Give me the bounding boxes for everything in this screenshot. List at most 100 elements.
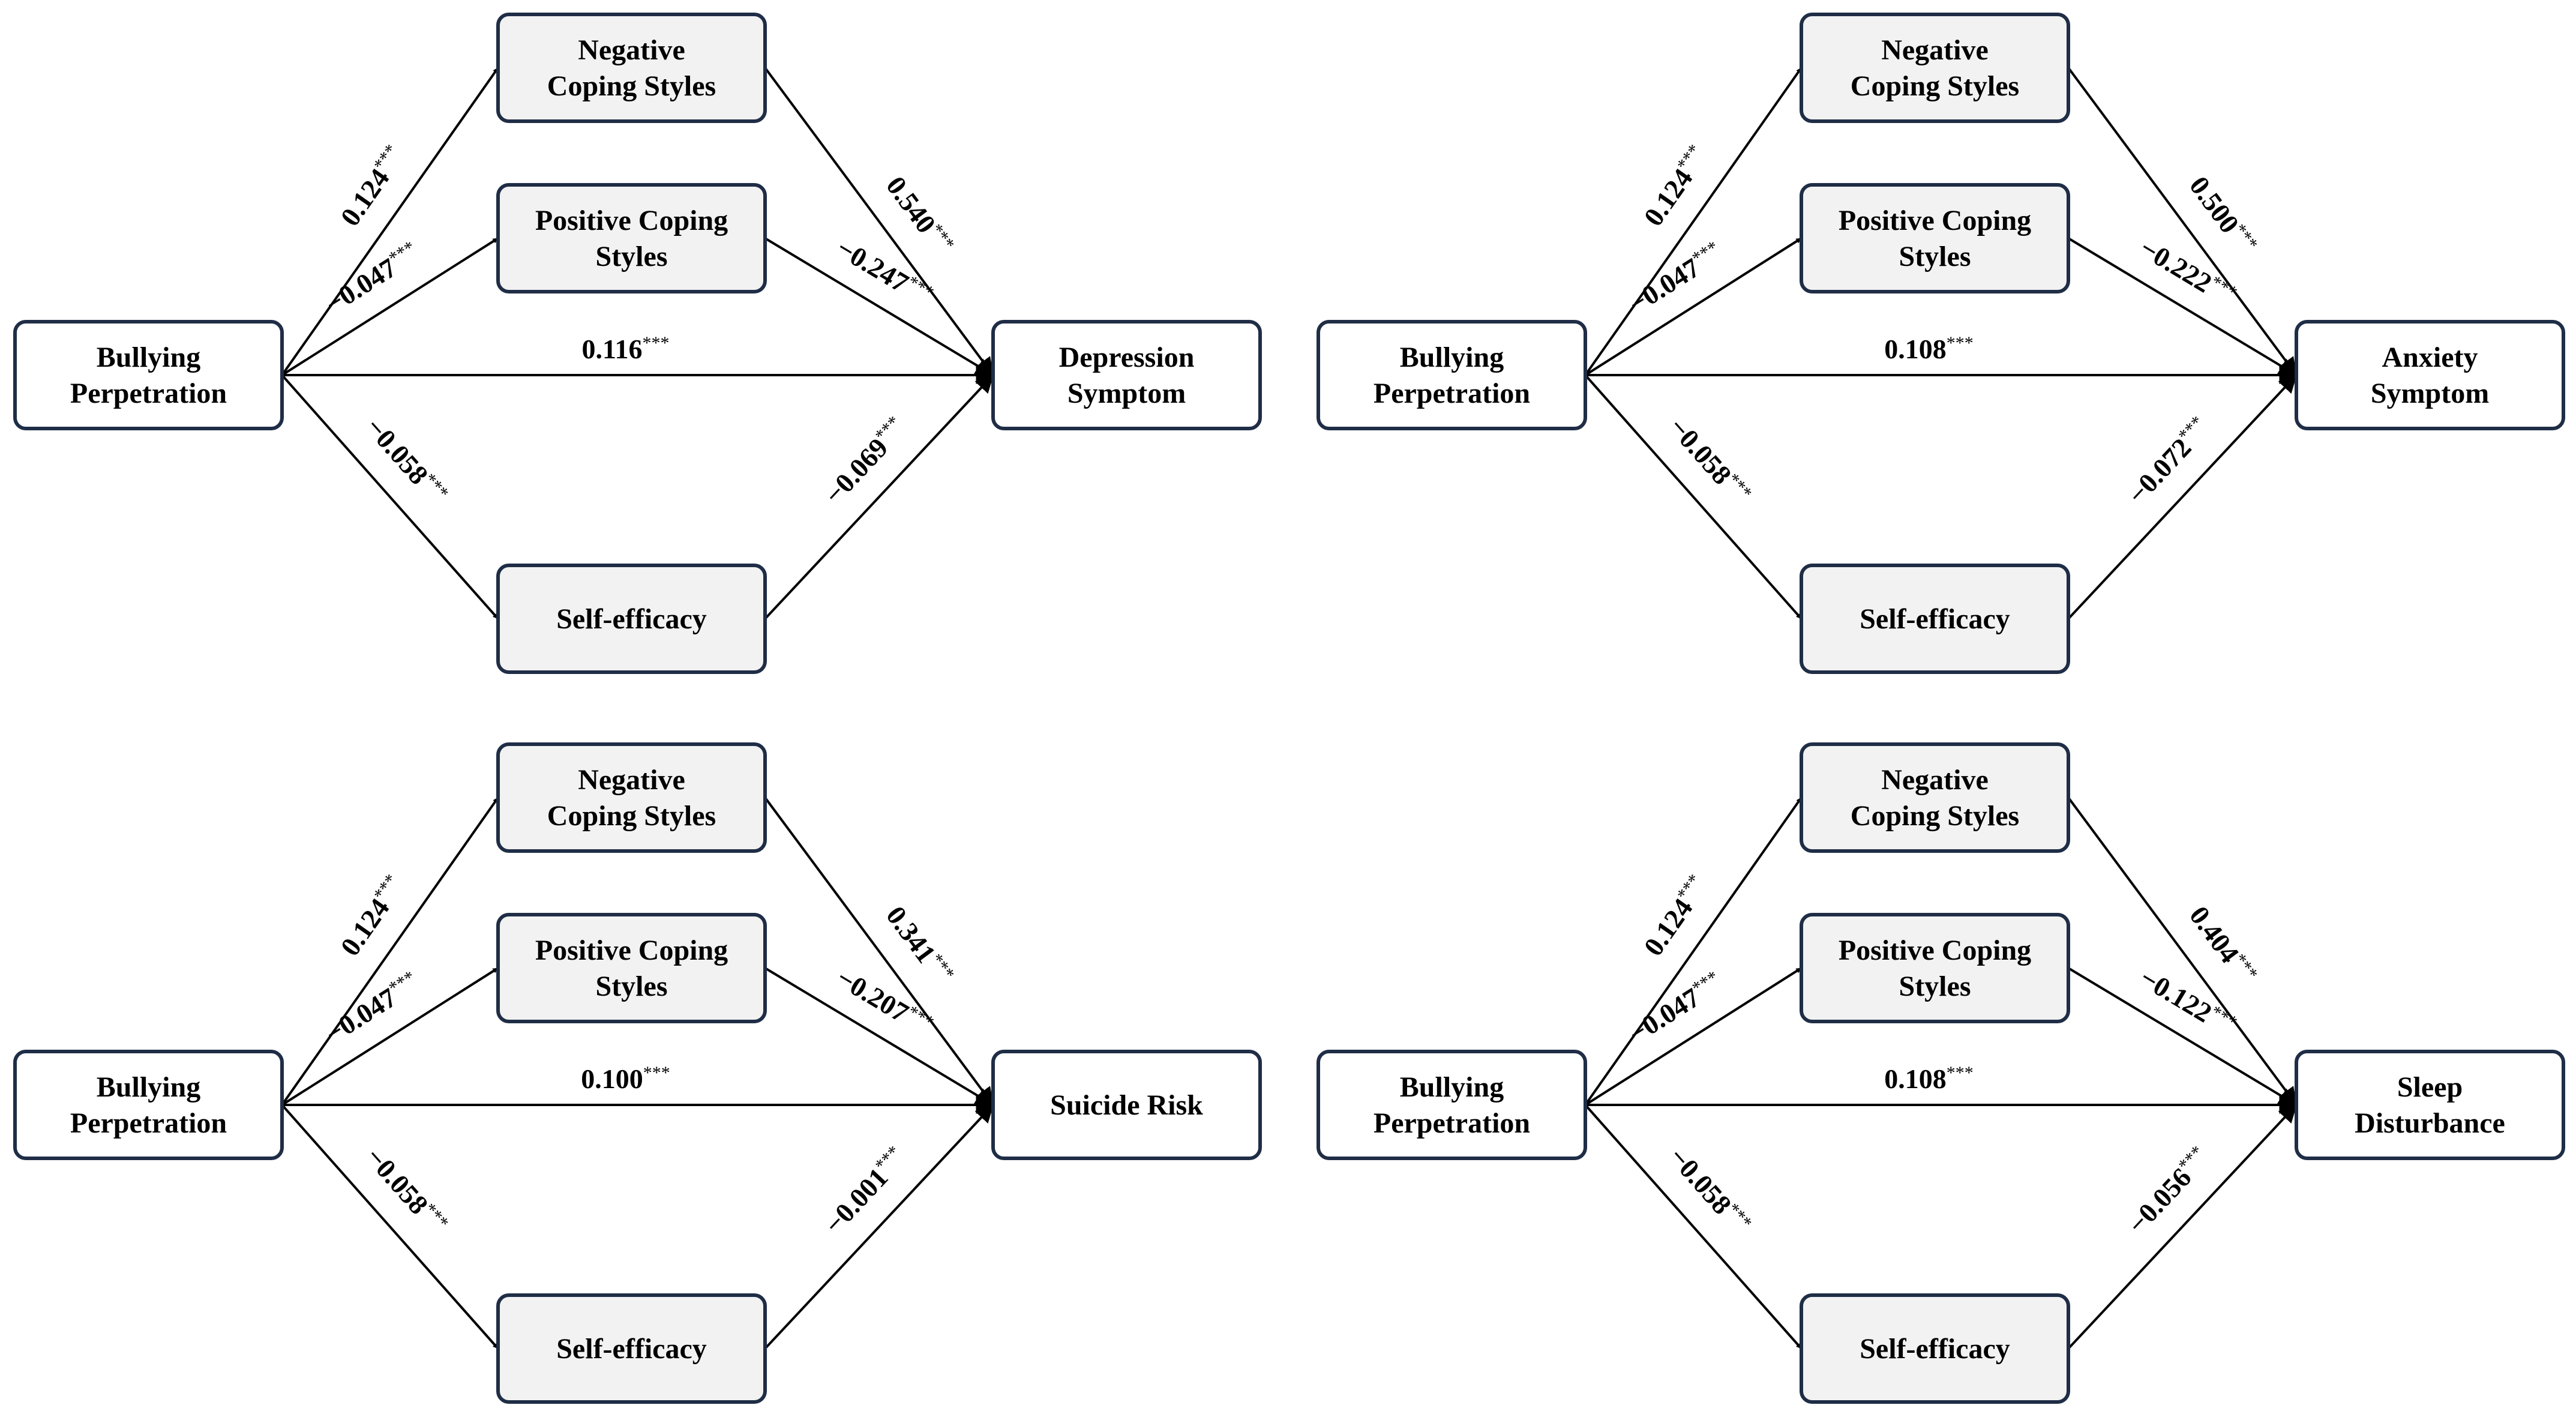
node-predictor-label: Perpetration: [70, 1107, 227, 1139]
node-self-efficacy-label: Self-efficacy: [556, 1333, 707, 1365]
arrow-negative-a: [1584, 796, 1803, 1106]
node-self-efficacy-box: [496, 564, 767, 674]
coef-b-positive: −0.222***: [2134, 232, 2241, 312]
coef-direct: 0.100***: [581, 1063, 670, 1094]
coef-b-self_efficacy: −0.056***: [2121, 1142, 2215, 1240]
coef-b-positive: −0.247***: [831, 232, 937, 312]
node-outcome-label: Symptom: [1067, 378, 1186, 409]
coef-b-positive-value: −0.207: [831, 962, 913, 1028]
node-negative-coping-label: Negative: [578, 764, 685, 796]
node-predictor-label: Perpetration: [1374, 378, 1530, 409]
node-negative-coping-label: Coping Styles: [1851, 70, 2019, 102]
arrow-self-efficacy-a: [1584, 1104, 1803, 1350]
node-negative-coping-box: [496, 742, 767, 853]
arrow-positive-b: [764, 237, 994, 376]
node-negative-coping-label: Negative: [1881, 34, 1989, 66]
node-predictor-label: Bullying: [1400, 1071, 1504, 1103]
node-predictor-box: [1317, 1050, 1587, 1160]
coef-a-negative: 0.124***: [1638, 140, 1714, 231]
node-positive-coping-label: Styles: [596, 970, 668, 1002]
coef-a-self_efficacy-value: −0.058: [359, 1142, 434, 1220]
arrow-negative-a: [1584, 67, 1803, 376]
coef-b-self_efficacy: −0.001***: [818, 1142, 912, 1240]
node-predictor-label: Perpetration: [1374, 1107, 1530, 1139]
arrow-negative-b: [764, 67, 994, 376]
coef-b-self_efficacy-value: −0.001: [818, 1162, 894, 1240]
coef-a-self_efficacy-value: −0.058: [1663, 412, 1737, 490]
arrow-self-efficacy-b: [2067, 1104, 2298, 1350]
node-outcome-box: [991, 320, 1262, 430]
coef-b-self_efficacy: −0.072***: [2121, 412, 2215, 510]
coef-b-positive-value: −0.222: [2134, 232, 2217, 298]
coef-direct-significance: ***: [1947, 1063, 1974, 1083]
coef-direct-value: 0.116: [582, 334, 643, 364]
arrow-negative-b: [2067, 796, 2298, 1106]
node-outcome-label: Anxiety: [2382, 341, 2478, 373]
node-negative-coping-label: Coping Styles: [547, 70, 716, 102]
node-self-efficacy-label: Self-efficacy: [1860, 1333, 2010, 1365]
coef-b-self_efficacy-value: −0.069: [818, 432, 894, 510]
node-positive-coping-label: Styles: [1899, 241, 1971, 272]
node-positive-coping-box: [1800, 913, 2070, 1023]
node-outcome-label: Depression: [1059, 341, 1195, 373]
node-positive-coping-label: Positive Coping: [1839, 205, 2031, 236]
mediation-panel-1: 0.124***−0.047***−0.058***0.540***−0.247…: [13, 13, 1262, 674]
node-predictor-box: [1317, 320, 1587, 430]
node-self-efficacy-label: Self-efficacy: [556, 603, 707, 635]
node-predictor-box: [13, 320, 284, 430]
node-outcome-box: [991, 1050, 1262, 1160]
node-self-efficacy-label: Self-efficacy: [1860, 603, 2010, 635]
coef-a-self_efficacy-value: −0.058: [1663, 1142, 1737, 1220]
coef-b-positive: −0.122***: [2134, 961, 2241, 1042]
node-negative-coping-label: Coping Styles: [1851, 800, 2019, 832]
coef-direct: 0.108***: [1884, 1063, 1974, 1094]
coef-b-self_efficacy-value: −0.056: [2122, 1162, 2197, 1240]
arrow-self-efficacy-b: [764, 1104, 994, 1350]
mediation-panel-3: 0.124***−0.047***−0.058***0.341***−0.207…: [13, 742, 1262, 1404]
node-positive-coping-label: Styles: [1899, 970, 1971, 1002]
coef-a-positive: −0.047***: [319, 967, 424, 1049]
coef-b-self_efficacy-value: −0.072: [2122, 432, 2197, 510]
node-negative-coping-box: [1800, 742, 2070, 853]
coef-b-self_efficacy: −0.069***: [818, 412, 912, 510]
arrow-positive-b: [2067, 237, 2298, 376]
node-predictor-label: Bullying: [97, 341, 200, 373]
coef-direct: 0.116***: [582, 333, 670, 364]
node-positive-coping-label: Positive Coping: [1839, 934, 2031, 966]
coef-direct-value: 0.108: [1884, 334, 1947, 364]
node-self-efficacy: Self-efficacy: [1800, 564, 2070, 674]
arrow-negative-b: [764, 796, 994, 1106]
coef-b-positive: −0.207***: [831, 961, 937, 1042]
node-positive-coping-box: [496, 913, 767, 1023]
arrow-negative-b: [2067, 67, 2298, 376]
node-outcome-label: Suicide Risk: [1050, 1089, 1203, 1121]
coef-a-self_efficacy: −0.058***: [1663, 411, 1756, 510]
node-self-efficacy-box: [496, 1293, 767, 1404]
node-outcome-label: Sleep: [2397, 1071, 2463, 1103]
arrow-positive-a: [1584, 237, 1803, 376]
node-outcome-box: [2295, 320, 2565, 430]
node-negative-coping-label: Negative: [1881, 764, 1989, 796]
coef-b-negative: 0.341***: [880, 900, 958, 990]
arrow-self-efficacy-a: [1584, 374, 1803, 620]
arrow-positive-b: [2067, 967, 2298, 1106]
node-positive-coping-label: Styles: [596, 241, 668, 272]
arrow-self-efficacy-b: [2067, 374, 2298, 620]
coef-a-self_efficacy: −0.058***: [359, 411, 452, 510]
coef-a-negative: 0.124***: [334, 140, 411, 231]
coef-direct-value: 0.108: [1884, 1064, 1947, 1094]
coef-direct-value: 0.100: [581, 1064, 643, 1094]
coef-b-negative: 0.404***: [2184, 900, 2262, 990]
node-self-efficacy-box: [1800, 564, 2070, 674]
coef-b-negative: 0.540***: [880, 170, 958, 260]
coef-direct-significance: ***: [1947, 333, 1974, 353]
arrow-self-efficacy-b: [764, 374, 994, 620]
